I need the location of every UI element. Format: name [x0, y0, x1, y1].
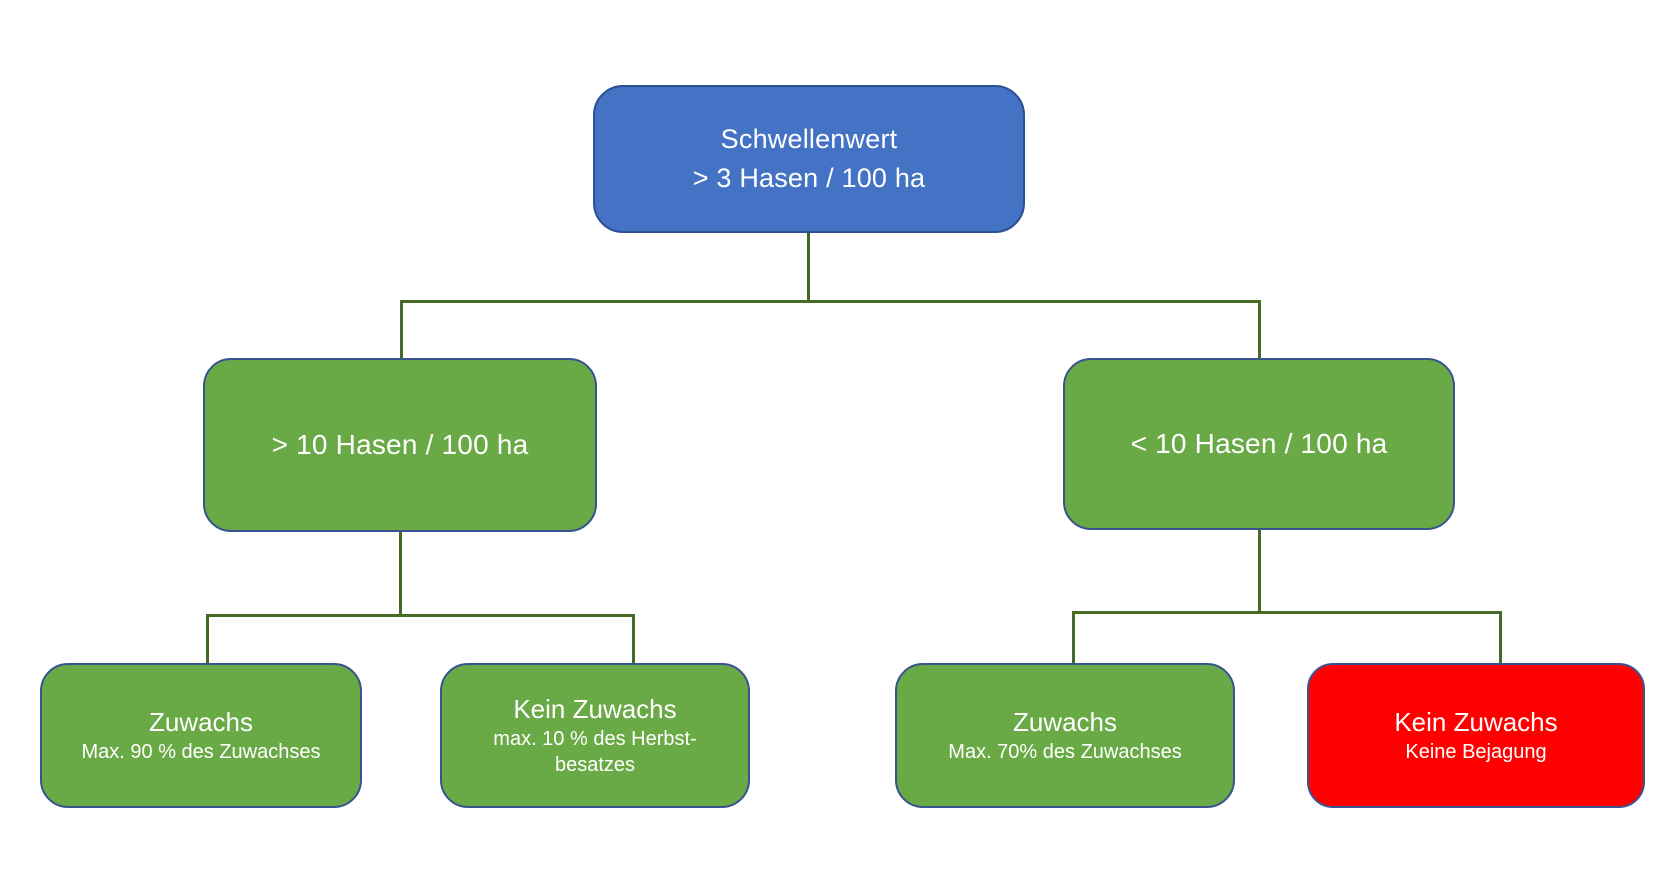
node-leaf-left-no-growth-subtitle: max. 10 % des Herbst- besatzes — [493, 728, 697, 777]
connector-root-crossbar — [400, 300, 1261, 303]
node-threshold: Schwellenwert > 3 Hasen / 100 ha — [593, 85, 1025, 233]
node-leaf-left-growth-subtitle: Max. 90 % des Zuwachses — [81, 741, 321, 764]
connector-right-stem — [1258, 530, 1261, 614]
node-threshold-line2: > 3 Hasen / 100 ha — [692, 163, 926, 193]
connector-branch-right-drop — [1258, 300, 1261, 360]
node-branch-less-than-10-label: < 10 Hasen / 100 ha — [1130, 428, 1388, 459]
node-leaf-left-no-growth-title: Kein Zuwachs — [513, 693, 677, 724]
node-leaf-right-no-growth-subtitle: Keine Bejagung — [1405, 741, 1547, 764]
connector-left-leaf1-drop — [206, 614, 209, 664]
node-leaf-right-growth-title: Zuwachs — [1012, 706, 1118, 737]
node-leaf-left-growth-title: Zuwachs — [148, 706, 254, 737]
node-leaf-right-growth-subtitle: Max. 70% des Zuwachses — [948, 741, 1182, 764]
connector-right-leaf1-drop — [1072, 611, 1075, 664]
node-leaf-left-no-growth: Kein Zuwachs max. 10 % des Herbst- besat… — [440, 663, 750, 808]
connector-left-leaf2-drop — [632, 614, 635, 664]
node-leaf-left-growth: Zuwachs Max. 90 % des Zuwachses — [40, 663, 362, 808]
node-branch-more-than-10-label: > 10 Hasen / 100 ha — [271, 429, 529, 460]
connector-root-stem — [807, 233, 810, 303]
node-leaf-right-growth: Zuwachs Max. 70% des Zuwachses — [895, 663, 1235, 808]
node-leaf-right-no-growth: Kein Zuwachs Keine Bejagung — [1307, 663, 1645, 808]
node-branch-more-than-10: > 10 Hasen / 100 ha — [203, 358, 597, 532]
connector-left-stem — [399, 532, 402, 617]
connector-branch-left-drop — [400, 300, 403, 360]
node-branch-less-than-10: < 10 Hasen / 100 ha — [1063, 358, 1455, 530]
connector-right-leaf2-drop — [1499, 611, 1502, 664]
node-threshold-line1: Schwellenwert — [720, 123, 898, 154]
connector-left-crossbar — [206, 614, 635, 617]
connector-right-crossbar — [1072, 611, 1502, 614]
node-leaf-right-no-growth-title: Kein Zuwachs — [1394, 706, 1558, 737]
